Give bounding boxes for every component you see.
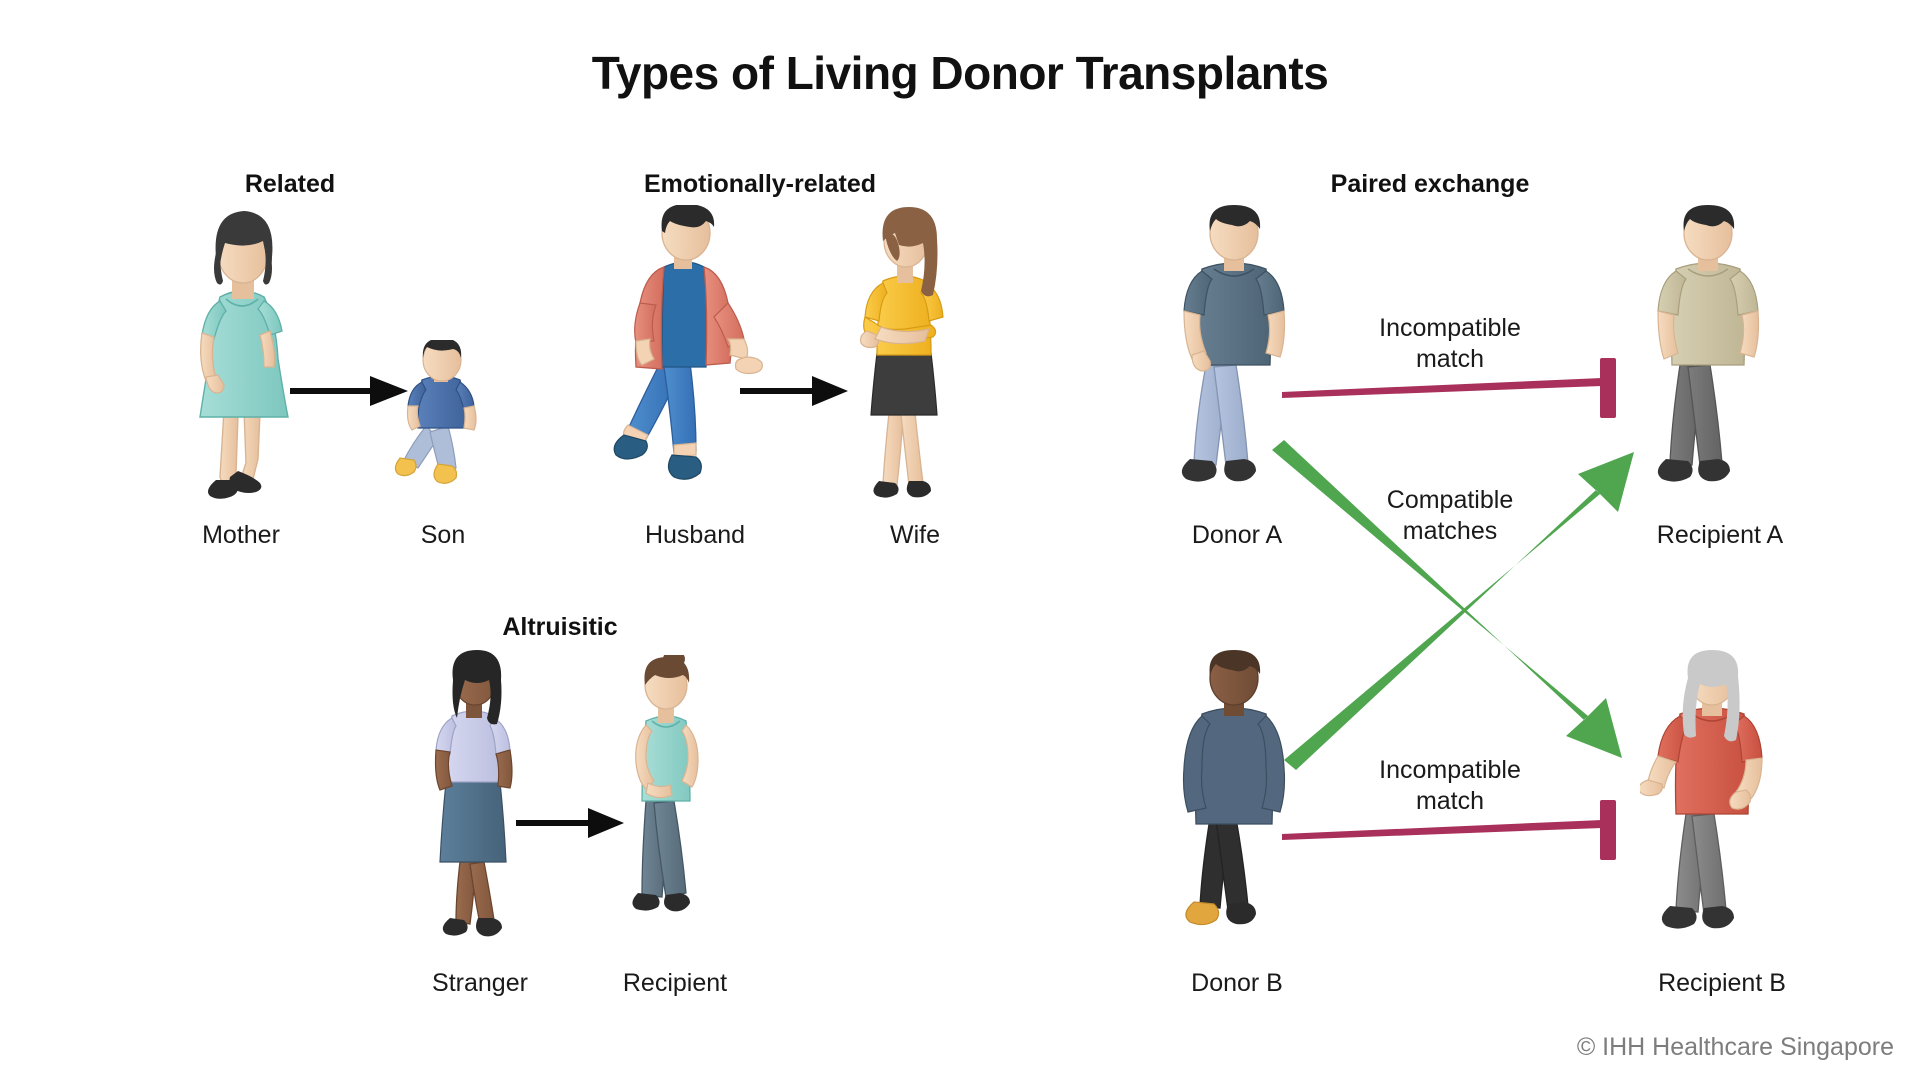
arrows-compatible-matches [1272, 440, 1634, 770]
label-donor-b: Donor B [1191, 969, 1283, 997]
label-mother: Mother [202, 521, 280, 549]
label-incompatible-a-line2: match [1415, 344, 1485, 373]
label-donor-a: Donor A [1191, 521, 1283, 549]
label-husband: Husband [644, 521, 746, 549]
label-incompatible-a-line1: Incompatible [1379, 314, 1521, 342]
label-son: Son [420, 521, 466, 549]
copyright-notice: © IHH Healthcare Singapore [1576, 1033, 1894, 1061]
label-wife: Wife [890, 521, 940, 549]
arrow-altruistic [516, 808, 624, 838]
arrow-incompatible-a [1282, 358, 1616, 418]
section-heading-paired-exchange: Paired exchange [1330, 170, 1530, 198]
label-compatible-line1: Compatible [1386, 486, 1514, 514]
figure-husband [613, 205, 763, 480]
arrow-incompatible-b [1282, 800, 1616, 860]
label-incompatible-b-line2: match [1415, 786, 1485, 815]
arrow-related [290, 376, 408, 406]
label-incompatible-b-line1: Incompatible [1379, 756, 1521, 784]
figure-son [394, 340, 477, 484]
figure-mother [199, 211, 289, 499]
figure-stranger [434, 650, 513, 937]
page-title: Types of Living Donor Transplants [591, 47, 1329, 99]
section-heading-related: Related [244, 170, 336, 198]
label-recipient-b: Recipient B [1658, 969, 1786, 997]
figure-recipient [632, 655, 699, 912]
label-stranger: Stranger [432, 969, 528, 997]
figure-recipient-b [1640, 650, 1763, 929]
section-heading-emotionally-related: Emotionally-related [644, 170, 876, 198]
section-heading-altruistic: Altruisitic [502, 613, 618, 641]
figure-wife [860, 207, 944, 498]
figure-donor-a [1181, 205, 1286, 482]
label-incompatible-match-b: Incompatible match [1330, 755, 1570, 816]
arrow-emotionally-related [740, 376, 848, 406]
label-recipient-a: Recipient A [1656, 521, 1784, 549]
label-recipient: Recipient [622, 969, 728, 997]
label-incompatible-match-a: Incompatible match [1330, 313, 1570, 374]
figure-donor-b [1182, 650, 1286, 926]
label-compatible-line2: matches [1402, 516, 1498, 545]
figure-recipient-a [1657, 205, 1760, 482]
label-compatible-matches: Compatible matches [1330, 485, 1570, 546]
